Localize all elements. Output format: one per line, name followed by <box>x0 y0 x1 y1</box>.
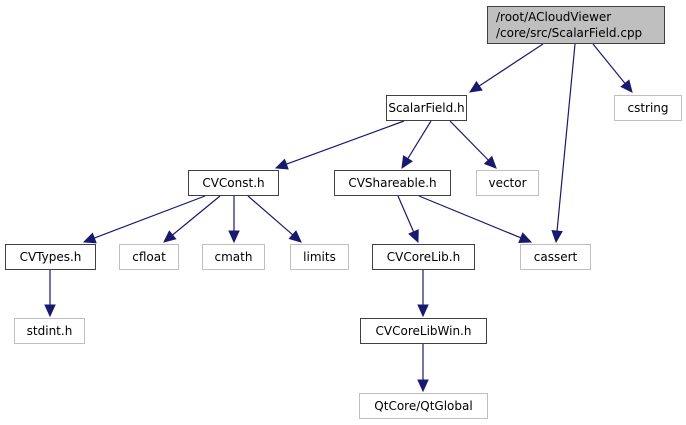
node-cvtypes-h[interactable]: CVTypes.h <box>5 244 96 270</box>
node-limits: limits <box>290 244 349 270</box>
edge-line <box>94 195 206 239</box>
edge-line <box>247 195 294 236</box>
node-cstring: cstring <box>614 95 682 121</box>
arrowhead-icon <box>163 230 177 243</box>
node-cvcorelib-h[interactable]: CVCoreLib.h <box>372 244 475 270</box>
node-label: cassert <box>533 250 578 264</box>
arrowhead-icon <box>44 304 56 318</box>
edge-cvshareable_h-to-cvcorelib_h <box>397 195 419 244</box>
edge-cvshareable_h-to-cassert <box>418 195 533 243</box>
node-cvshareable-h[interactable]: CVShareable.h <box>334 170 451 196</box>
node-cmath: cmath <box>202 244 265 270</box>
node-root-label-line-2: /core/src/ScalarField.cpp <box>496 26 643 40</box>
node-label: vector <box>488 176 527 190</box>
arrowhead-icon <box>82 232 97 244</box>
arrowhead-icon <box>401 155 413 170</box>
node-root-label-line-1: /root/ACloudViewer <box>496 10 612 24</box>
edge-cvconst_h-to-cmath <box>228 196 240 244</box>
node-label: limits <box>303 250 336 264</box>
node-scalarfield-h[interactable]: ScalarField.h <box>386 95 467 121</box>
node-label: cstring <box>627 101 669 115</box>
edge-line <box>397 195 415 233</box>
edge-line <box>418 195 522 239</box>
arrowhead-icon <box>468 80 483 93</box>
node-label: CVShareable.h <box>348 176 437 190</box>
edge-root-to-cassert <box>551 43 576 244</box>
node-label: CVConst.h <box>202 176 265 190</box>
edge-line <box>478 43 544 87</box>
node-cfloat: cfloat <box>119 244 179 270</box>
node-root[interactable]: /root/ACloudViewer /core/src/ScalarField… <box>487 6 665 44</box>
edge-scalarfield_h-to-cvshareable_h <box>401 120 432 170</box>
edge-scalarfield_h-to-cvconst_h <box>274 120 405 170</box>
edge-cvconst_h-to-cvtypes_h <box>82 195 206 244</box>
node-vector: vector <box>476 170 539 196</box>
node-label: QtCore/QtGlobal <box>374 399 473 413</box>
edge-root-to-scalarfield_h <box>468 43 544 93</box>
node-stdint-h: stdint.h <box>14 318 85 344</box>
edge-scalarfield_h-to-vector <box>449 120 497 169</box>
arrowhead-icon <box>288 230 302 243</box>
edge-root-to-cstring <box>592 43 633 93</box>
arrowhead-icon <box>417 304 429 318</box>
arrowhead-icon <box>408 229 419 244</box>
arrowhead-icon <box>620 79 633 93</box>
arrowhead-icon <box>483 155 497 169</box>
arrowhead-icon <box>417 379 429 393</box>
arrowhead-icon <box>228 230 240 244</box>
arrowhead-icon <box>274 158 289 170</box>
arrowhead-icon <box>518 232 533 243</box>
node-label: stdint.h <box>26 324 73 338</box>
edge-line <box>449 120 489 161</box>
edge-cvconst_h-to-cfloat <box>163 195 221 243</box>
edge-cvtypes_h-to-stdint_h <box>44 270 56 318</box>
node-label: ScalarField.h <box>388 101 465 115</box>
node-label: CVTypes.h <box>19 250 82 264</box>
edge-line <box>172 195 221 236</box>
node-qtglobal: QtCore/QtGlobal <box>359 393 488 419</box>
node-label: cmath <box>214 250 253 264</box>
node-label: CVCoreLib.h <box>386 250 461 264</box>
node-cvcorelibwin-h[interactable]: CVCoreLibWin.h <box>360 318 487 344</box>
edge-cvconst_h-to-limits <box>247 195 302 243</box>
node-label: CVCoreLibWin.h <box>375 324 472 338</box>
edge-cvcorelibwin_h-to-qtglobal <box>417 344 429 393</box>
edge-line <box>407 120 432 159</box>
edge-line <box>286 120 405 165</box>
edge-line <box>556 43 576 232</box>
edge-line <box>592 43 626 84</box>
node-cvconst-h[interactable]: CVConst.h <box>188 170 279 196</box>
arrowhead-icon <box>551 230 563 244</box>
node-label: cfloat <box>132 250 166 264</box>
node-cassert: cassert <box>520 244 591 270</box>
edge-cvcorelib_h-to-cvcorelibwin_h <box>417 270 429 318</box>
